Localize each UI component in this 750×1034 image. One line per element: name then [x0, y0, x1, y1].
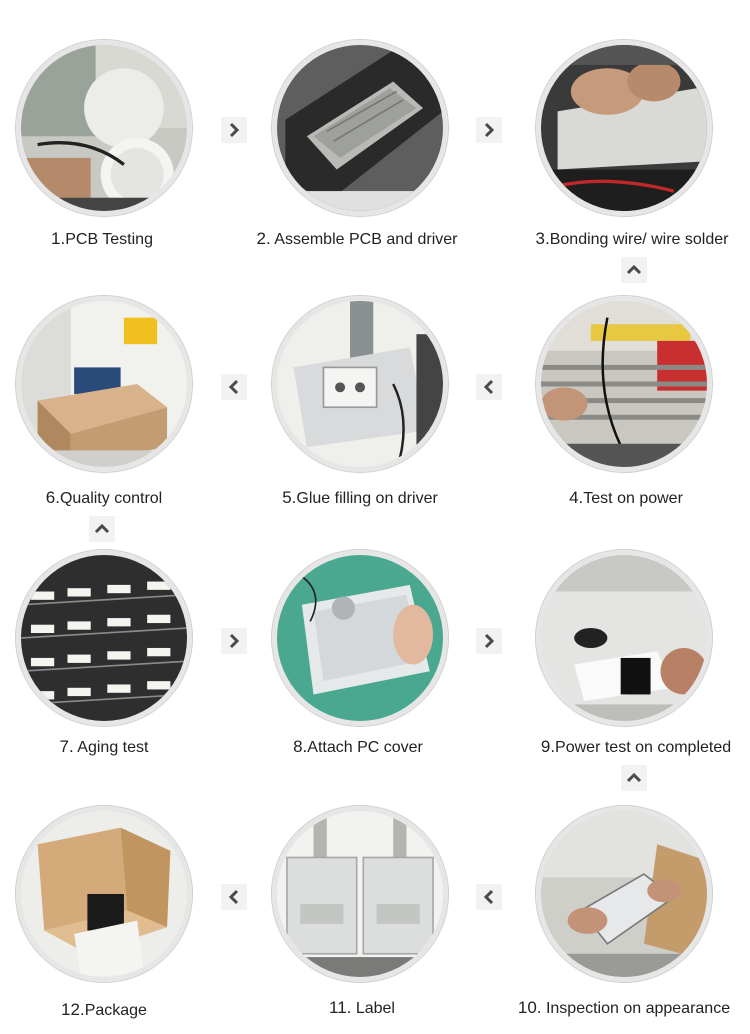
chevron-up-icon — [621, 257, 647, 283]
photo-pcb-testing — [16, 40, 192, 216]
photo-glue-filling — [272, 296, 448, 472]
photo-assemble-pcb-driver — [272, 40, 448, 216]
chevron-right-icon — [221, 628, 247, 654]
chevron-left-icon — [221, 884, 247, 910]
chevron-left-icon — [476, 884, 502, 910]
step-5-caption: 5.Glue filling on driver — [282, 488, 438, 507]
step-3-caption: 3.Bonding wire/ wire solder — [535, 229, 729, 248]
photo-bonding-wire — [536, 40, 712, 216]
step-4-caption: 4.Test on power — [569, 488, 683, 507]
step-7-caption: 7. Aging test — [59, 737, 149, 756]
step-1-caption: 1.PCB Testing — [51, 229, 153, 248]
chevron-left-icon — [476, 374, 502, 400]
chevron-up-icon — [621, 765, 647, 791]
photo-test-on-power — [536, 296, 712, 472]
step-11-caption: 11. Label — [329, 998, 395, 1017]
photo-inspection-appearance — [536, 806, 712, 982]
step-6-caption: 6.Quality control — [45, 488, 163, 507]
step-12-caption: 12.Package — [61, 1000, 147, 1019]
chevron-left-icon — [221, 374, 247, 400]
photo-quality-control — [16, 296, 192, 472]
photo-power-test-completed — [536, 550, 712, 726]
step-2-caption: 2. Assemble PCB and driver — [256, 229, 458, 248]
photo-attach-pc-cover — [272, 550, 448, 726]
photo-label — [272, 806, 448, 982]
step-10-caption: 10. Inspection on appearance — [517, 998, 731, 1017]
step-9-caption: 9.Power test on completed — [540, 737, 732, 756]
chevron-right-icon — [221, 117, 247, 143]
chevron-right-icon — [476, 117, 502, 143]
photo-package — [16, 806, 192, 982]
chevron-right-icon — [476, 628, 502, 654]
photo-aging-test — [16, 550, 192, 726]
step-8-caption: 8.Attach PC cover — [293, 737, 423, 756]
chevron-up-icon — [89, 516, 115, 542]
